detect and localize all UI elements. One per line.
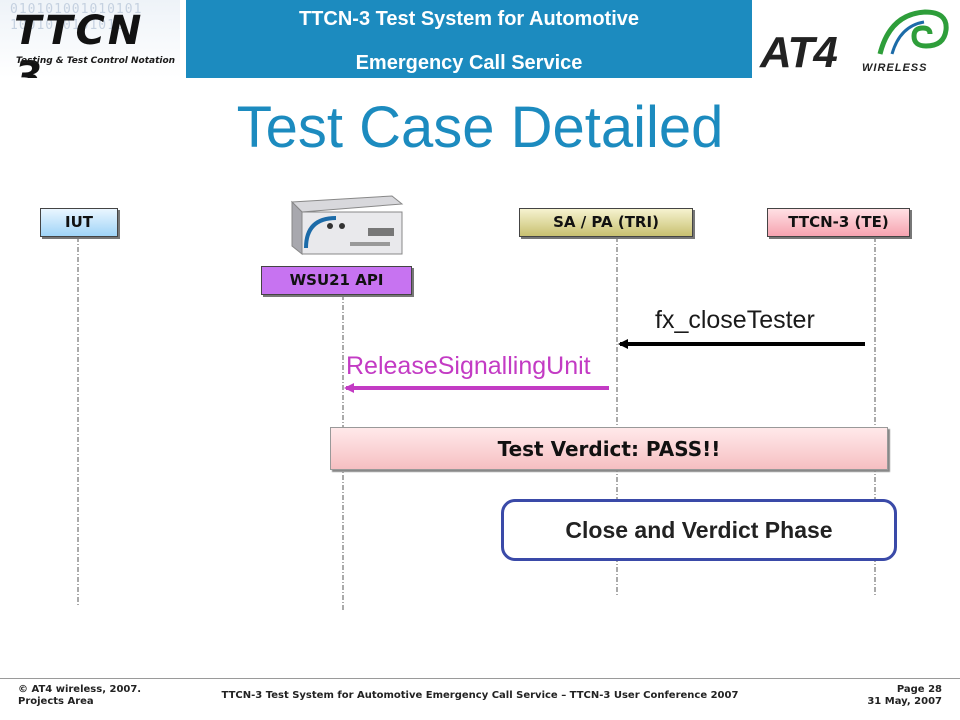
at4-logo-subtext: WIRELESS [862,62,928,74]
footer-copyright: © AT4 wireless, 2007. Projects Area [18,684,141,708]
at4-wireless-logo: AT4 WIRELESS [752,0,960,80]
footer-divider [0,678,960,679]
header-title-line2: Emergency Call Service [355,52,583,74]
footer-copyright-line2: Projects Area [18,696,94,707]
lane-ttcn3-te-box: TTCN-3 (TE) [767,208,910,237]
wsu21-device-icon [290,195,404,256]
swirl-icon [877,9,949,55]
message-label-release-signalling-unit: ReleaseSignallingUnit [346,352,591,380]
footer-center-text: TTCN-3 Test System for Automotive Emerge… [221,690,739,701]
logo-tagline: Testing & Test Control Notation [16,56,176,66]
logo-binary-pattern: 010101001010101 1001010101010 [10,2,143,33]
footer-page-info: Page 28 31 May, 2007 [867,684,942,708]
at4-logo-text: AT4 [760,28,838,77]
lane-iut-box: IUT [40,208,118,237]
lane-sa-pa-tri-box: SA / PA (TRI) [519,208,693,237]
message-label-close-tester: fx_closeTester [655,306,815,334]
test-verdict-banner: Test Verdict: PASS!! [330,427,888,470]
footer-date: 31 May, 2007 [867,696,942,707]
footer-page-number: Page 28 [896,684,942,695]
footer-copyright-line1: © AT4 wireless, 2007. [18,684,142,695]
slide-title: Test Case Detailed [236,95,724,160]
lane-wsu21-api-box: WSU21 API [261,266,412,295]
logo-wordmark: TTCN 3 [14,8,145,78]
ttcn3-logo: 010101001010101 1001010101010 TTCN 3 Tes… [0,0,180,78]
header-title-line1: TTCN-3 Test System for Automotive [298,8,640,30]
header-title-band: TTCN-3 Test System for Automotive Emerge… [186,0,752,78]
phase-label-box: Close and Verdict Phase [501,499,897,561]
